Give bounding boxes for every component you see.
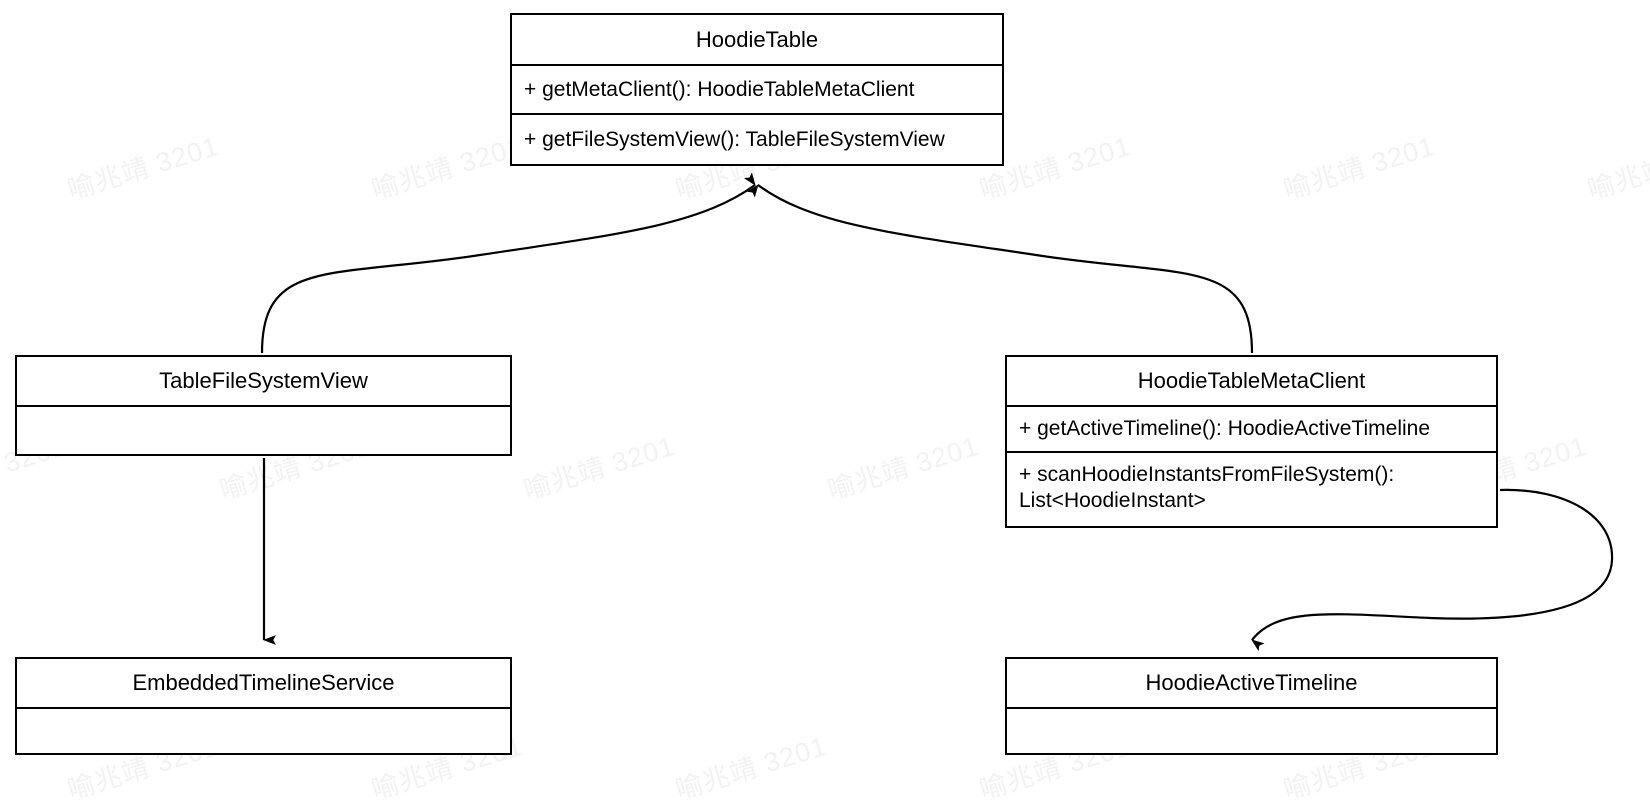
class-method-hoodie-table-1: + getFileSystemView(): TableFileSystemVi… <box>524 127 945 151</box>
class-method-table-file-system-view-0 <box>17 407 510 454</box>
class-box-embedded-timeline-service[interactable]: EmbeddedTimelineService <box>15 657 512 755</box>
class-box-table-file-system-view[interactable]: TableFileSystemView <box>15 355 512 456</box>
watermark-text: 喻兆靖 3201 <box>1280 130 1439 206</box>
class-method-hoodie-table-0: + getMetaClient(): HoodieTableMetaClient <box>512 66 1002 115</box>
class-box-hoodie-table-meta-client[interactable]: HoodieTableMetaClient + getActiveTimelin… <box>1005 355 1498 528</box>
watermark-text: 喻兆靖 3201 <box>64 130 223 206</box>
class-method-hoodie-table-meta-client-1: + scanHoodieInstantsFromFileSystem(): Li… <box>1019 463 1395 512</box>
class-box-hoodie-active-timeline[interactable]: HoodieActiveTimeline <box>1005 657 1498 755</box>
watermark-text: 喻兆靖 3201 <box>1584 131 1650 206</box>
edge-tablefilesystemview-to-hoodietable <box>260 172 756 354</box>
watermark-text: 喻兆靖 3201 <box>672 730 831 806</box>
class-name-table-file-system-view: TableFileSystemView <box>17 357 510 407</box>
watermark-text: 喻兆靖 3201 <box>368 130 527 206</box>
class-name-hoodie-table-meta-client: HoodieTableMetaClient <box>1007 357 1496 407</box>
class-name-hoodie-active-timeline: HoodieActiveTimeline <box>1007 659 1496 709</box>
class-box-hoodie-table[interactable]: HoodieTable + getMetaClient(): HoodieTab… <box>510 13 1004 166</box>
class-method-hoodie-active-timeline-0 <box>1007 709 1496 753</box>
watermark-text: 喻兆靖 3201 <box>520 430 679 506</box>
class-name-hoodie-table: HoodieTable <box>512 15 1002 66</box>
class-method-hoodie-table-meta-client-0: + getActiveTimeline(): HoodieActiveTimel… <box>1007 407 1496 453</box>
class-method-embedded-timeline-service-0 <box>17 709 510 753</box>
edge-hoodietablemetaclient-to-hoodietable <box>746 184 1254 354</box>
watermark-text: 喻兆靖 3201 <box>824 430 983 506</box>
class-name-embedded-timeline-service: EmbeddedTimelineService <box>17 659 510 709</box>
